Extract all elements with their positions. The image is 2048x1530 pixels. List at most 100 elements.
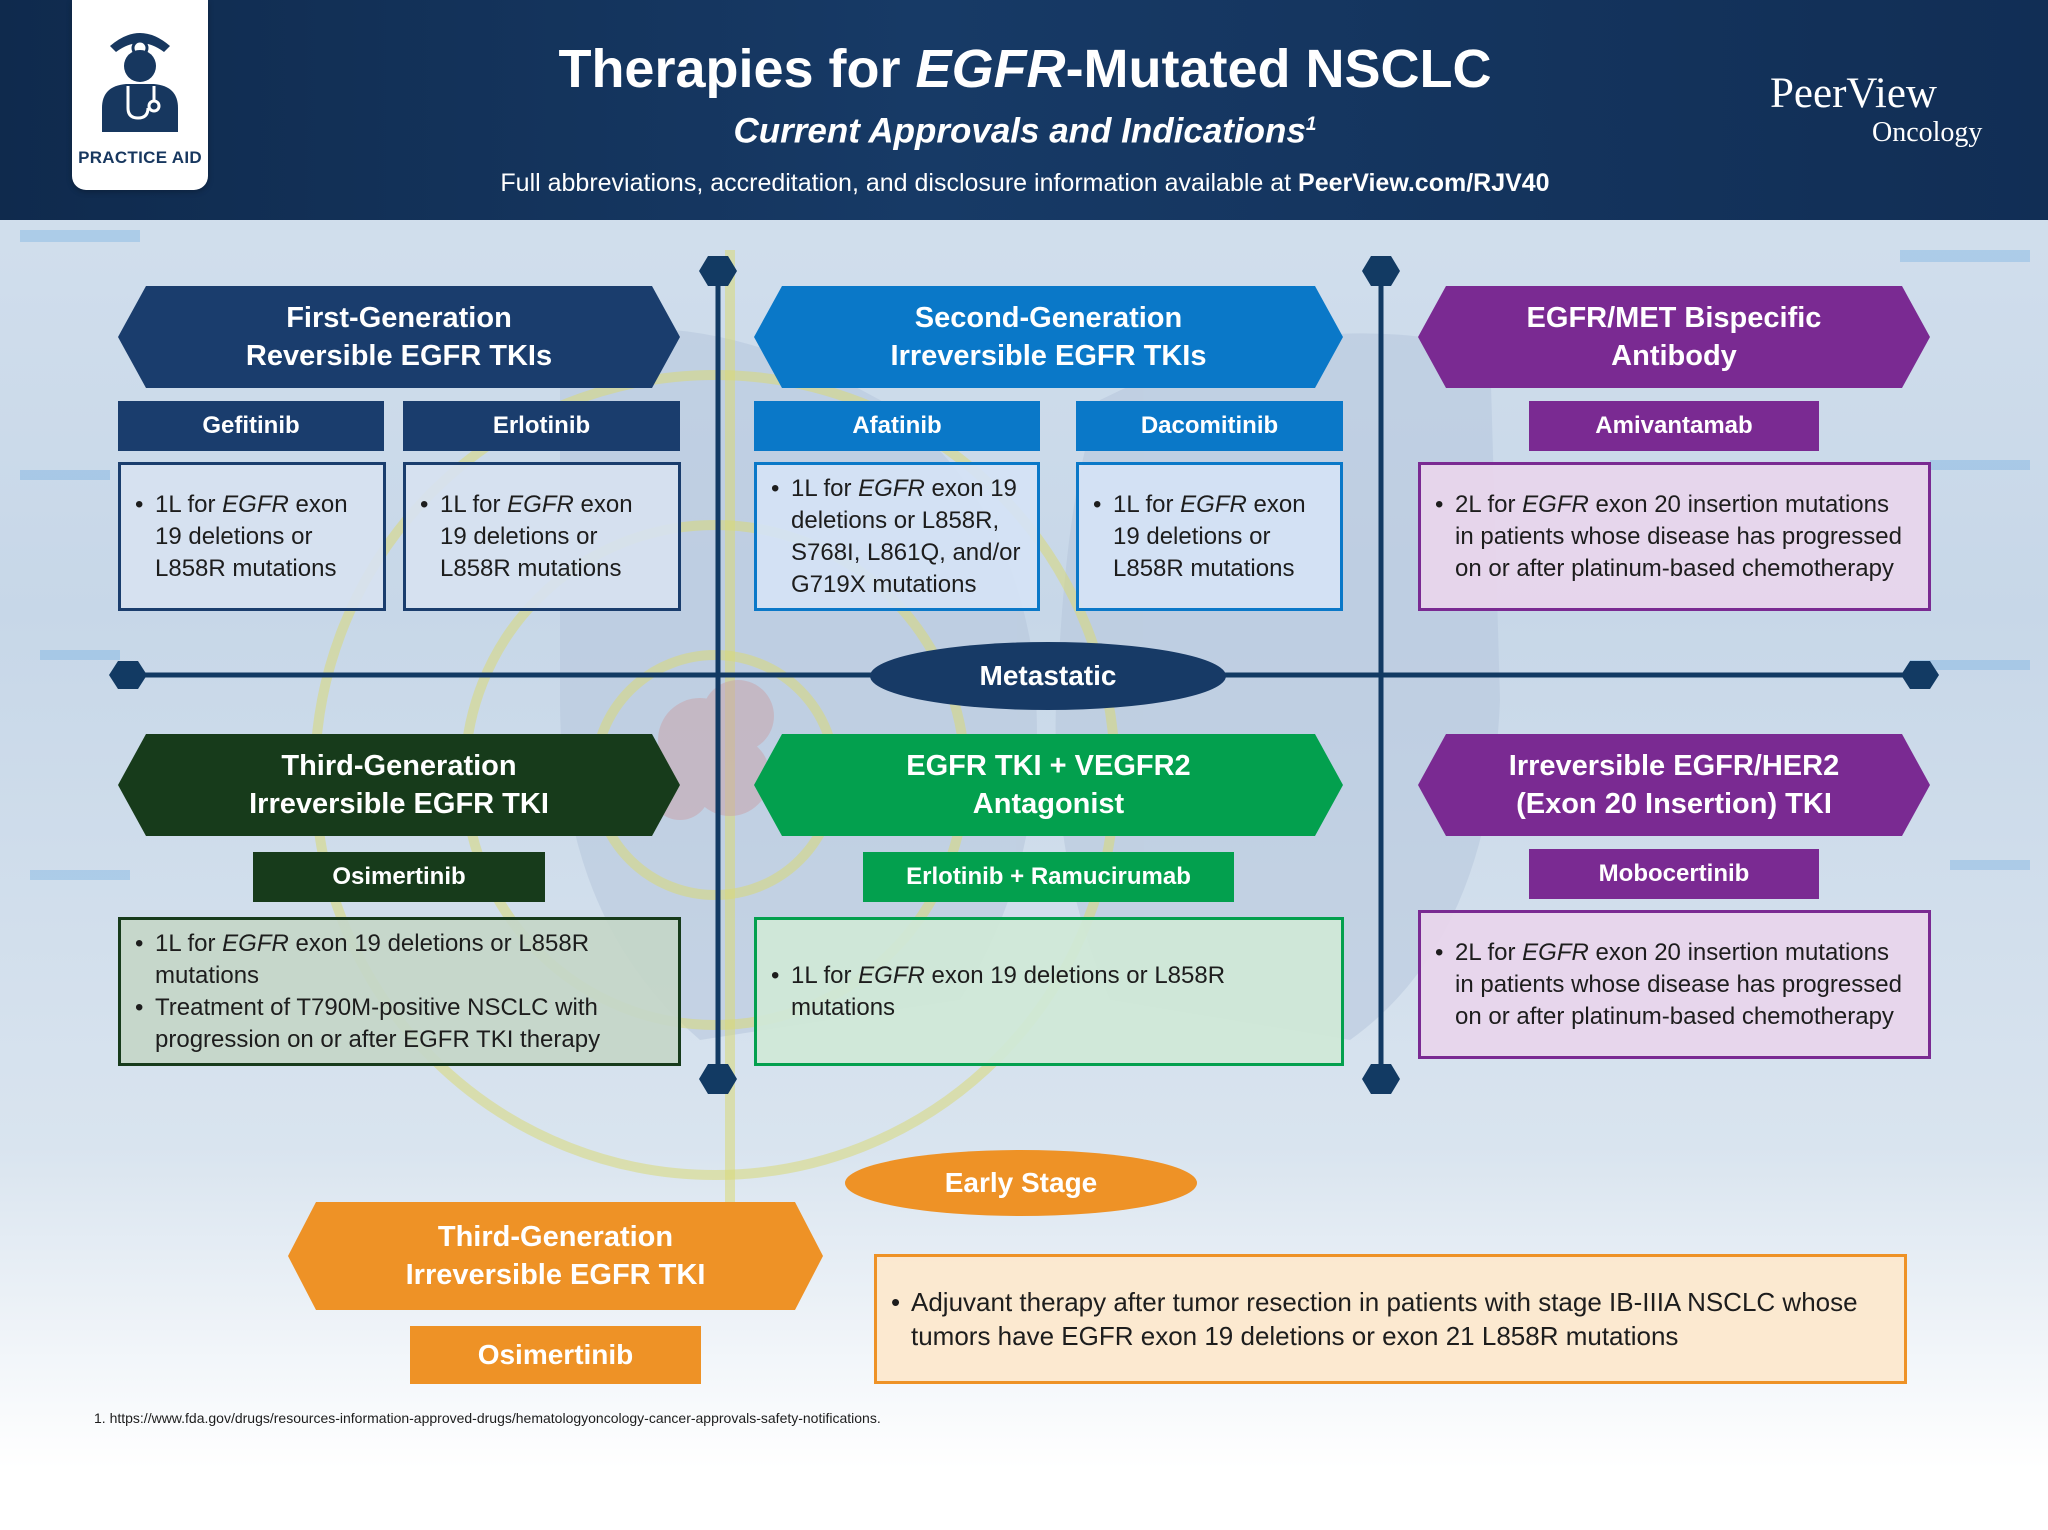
indication-post: exon 20 insertion mutations in patients … bbox=[1455, 938, 1902, 1030]
indication-gene: EGFR bbox=[1180, 490, 1247, 518]
indication-gene: EGFR bbox=[222, 490, 289, 518]
disclosure-line: Full abbreviations, accreditation, and d… bbox=[300, 161, 1750, 205]
indication-item: Treatment of T790M-positive NSCLC with p… bbox=[135, 992, 664, 1056]
indication-item: 1L for EGFR exon 19 deletions or L858R, … bbox=[771, 473, 1023, 601]
indication-post: exon 19 deletions or L858R mutations bbox=[155, 929, 590, 989]
osimertinib-label: Osimertinib bbox=[253, 852, 545, 902]
indication-item: 1L for EGFR exon 19 deletions or L858R m… bbox=[135, 928, 664, 992]
early-stage-title-line2: Irreversible EGFR TKI bbox=[405, 1259, 706, 1291]
axis-node bbox=[699, 256, 737, 286]
indication-post: exon 19 deletions or L858R mutations bbox=[791, 961, 1226, 1021]
first-gen-title-line2: Reversible EGFR TKIs bbox=[245, 340, 553, 372]
axis-node bbox=[1362, 1064, 1400, 1094]
page-title: Therapies for EGFR-Mutated NSCLC bbox=[300, 36, 1750, 102]
metastatic-label: Metastatic bbox=[870, 642, 1226, 710]
indication-post: exon 20 insertion mutations in patients … bbox=[1455, 490, 1902, 582]
dacomitinib-indication-box: 1L for EGFR exon 19 deletions or L858R m… bbox=[1076, 462, 1343, 611]
indication-pre: 1L for bbox=[791, 474, 859, 502]
afatinib-label: Afatinib bbox=[754, 401, 1040, 451]
indication-post: exon 19 deletions or L858R mutations bbox=[1113, 490, 1306, 582]
title-block: Therapies for EGFR-Mutated NSCLC Current… bbox=[300, 36, 1750, 205]
title-gene: EGFR bbox=[915, 39, 1066, 99]
first-gen-title-line1: First-Generation bbox=[286, 302, 512, 334]
brand-name: PeerView bbox=[1770, 70, 1937, 117]
indication-item: Adjuvant therapy after tumor resection i… bbox=[891, 1285, 1890, 1353]
header-bar: PRACTICE AID Therapies for EGFR-Mutated … bbox=[0, 0, 2048, 220]
her2-title-line2: (Exon 20 Insertion) TKI bbox=[1516, 788, 1832, 820]
third-gen-title-line1: Third-Generation bbox=[281, 750, 517, 782]
subtitle-reference: 1 bbox=[1305, 114, 1317, 135]
indication-gene: EGFR bbox=[858, 961, 925, 989]
indication-pre: 2L for bbox=[1455, 938, 1523, 966]
doctor-icon bbox=[102, 33, 178, 132]
dacomitinib-label: Dacomitinib bbox=[1076, 401, 1343, 451]
osimertinib-indication-box: 1L for EGFR exon 19 deletions or L858R m… bbox=[118, 917, 681, 1066]
mobocertinib-label: Mobocertinib bbox=[1529, 849, 1819, 899]
indication-pre: 1L for bbox=[155, 929, 223, 957]
second-gen-banner: Second-Generation Irreversible EGFR TKIs bbox=[754, 286, 1343, 388]
gefitinib-indication-box: 1L for EGFR exon 19 deletions or L858R m… bbox=[118, 462, 386, 611]
third-gen-title-line2: Irreversible EGFR TKI bbox=[249, 788, 549, 820]
disclosure-text: Full abbreviations, accreditation, and d… bbox=[500, 168, 1299, 197]
indication-item: 1L for EGFR exon 19 deletions or L858R m… bbox=[135, 489, 369, 585]
amivantamab-label: Amivantamab bbox=[1529, 401, 1819, 451]
indication-post: exon 19 deletions or L858R, S768I, L861Q… bbox=[791, 474, 1021, 598]
indication-pre: 1L for bbox=[155, 490, 223, 518]
vegfr2-title-line2: Antagonist bbox=[972, 788, 1125, 820]
amivantamab-indication-box: 2L for EGFR exon 20 insertion mutations … bbox=[1418, 462, 1931, 611]
third-gen-banner: Third-Generation Irreversible EGFR TKI bbox=[118, 734, 680, 836]
early-stage-banner: Third-Generation Irreversible EGFR TKI bbox=[288, 1202, 823, 1310]
erlotinib-ramucirumab-label: Erlotinib + Ramucirumab bbox=[863, 852, 1234, 902]
erlotinib-indication-box: 1L for EGFR exon 19 deletions or L858R m… bbox=[403, 462, 681, 611]
indication-post: exon 19 deletions or L858R mutations bbox=[155, 490, 348, 582]
early-osimertinib-label: Osimertinib bbox=[410, 1326, 701, 1384]
brand-logo: PeerView Oncology bbox=[1770, 70, 2010, 148]
axis-node bbox=[109, 661, 147, 689]
page-subtitle: Current Approvals and Indications1 bbox=[300, 102, 1750, 155]
indication-item: 2L for EGFR exon 20 insertion mutations … bbox=[1435, 937, 1914, 1033]
bispecific-banner: EGFR/MET Bispecific Antibody bbox=[1418, 286, 1930, 388]
axis-node bbox=[699, 1064, 737, 1094]
her2-title-line1: Irreversible EGFR/HER2 bbox=[1508, 750, 1840, 782]
second-gen-title-line1: Second-Generation bbox=[914, 302, 1183, 334]
practice-aid-label: PRACTICE AID bbox=[78, 148, 202, 167]
indication-gene: EGFR bbox=[222, 929, 289, 957]
practice-aid-badge: PRACTICE AID bbox=[72, 0, 208, 190]
subtitle-text: Current Approvals and Indications bbox=[733, 111, 1306, 151]
indication-item: 1L for EGFR exon 19 deletions or L858R m… bbox=[420, 489, 664, 585]
indication-pre: Treatment of T790M-positive NSCLC with p… bbox=[155, 993, 601, 1053]
early-stage-title-line1: Third-Generation bbox=[437, 1221, 674, 1253]
indication-item: 1L for EGFR exon 19 deletions or L858R m… bbox=[771, 960, 1327, 1024]
indication-pre: 2L for bbox=[1455, 490, 1523, 518]
early-stage-label: Early Stage bbox=[845, 1150, 1197, 1216]
disclosure-link[interactable]: PeerView.com/RJV40 bbox=[1298, 168, 1550, 197]
axis-node bbox=[1901, 661, 1939, 689]
footnote: 1. https://www.fda.gov/drugs/resources-i… bbox=[94, 1410, 881, 1426]
axis-node bbox=[1362, 256, 1400, 286]
vegfr2-banner: EGFR TKI + VEGFR2 Antagonist bbox=[754, 734, 1343, 836]
erlotinib-ramucirumab-indication-box: 1L for EGFR exon 19 deletions or L858R m… bbox=[754, 917, 1344, 1066]
indication-pre: 1L for bbox=[440, 490, 508, 518]
indication-gene: EGFR bbox=[1522, 938, 1589, 966]
indication-pre: 1L for bbox=[1113, 490, 1181, 518]
indication-item: 1L for EGFR exon 19 deletions or L858R m… bbox=[1093, 489, 1326, 585]
mobocertinib-indication-box: 2L for EGFR exon 20 insertion mutations … bbox=[1418, 910, 1931, 1059]
gefitinib-label: Gefitinib bbox=[118, 401, 384, 451]
indication-gene: EGFR bbox=[858, 474, 925, 502]
second-gen-title-line2: Irreversible EGFR TKIs bbox=[890, 340, 1207, 372]
first-gen-banner: First-Generation Reversible EGFR TKIs bbox=[118, 286, 680, 388]
afatinib-indication-box: 1L for EGFR exon 19 deletions or L858R, … bbox=[754, 462, 1040, 611]
indication-item: 2L for EGFR exon 20 insertion mutations … bbox=[1435, 489, 1914, 585]
indication-pre: 1L for bbox=[791, 961, 859, 989]
erlotinib-label: Erlotinib bbox=[403, 401, 680, 451]
bispecific-title-line1: EGFR/MET Bispecific bbox=[1526, 302, 1822, 334]
her2-banner: Irreversible EGFR/HER2 (Exon 20 Insertio… bbox=[1418, 734, 1930, 836]
early-stage-indication-box: Adjuvant therapy after tumor resection i… bbox=[874, 1254, 1907, 1384]
vegfr2-title-line1: EGFR TKI + VEGFR2 bbox=[906, 750, 1191, 782]
title-suffix: -Mutated NSCLC bbox=[1065, 39, 1492, 99]
indication-gene: EGFR bbox=[1522, 490, 1589, 518]
title-prefix: Therapies for bbox=[558, 39, 916, 99]
brand-sub: Oncology bbox=[1872, 117, 1983, 148]
bispecific-title-line2: Antibody bbox=[1611, 340, 1737, 372]
